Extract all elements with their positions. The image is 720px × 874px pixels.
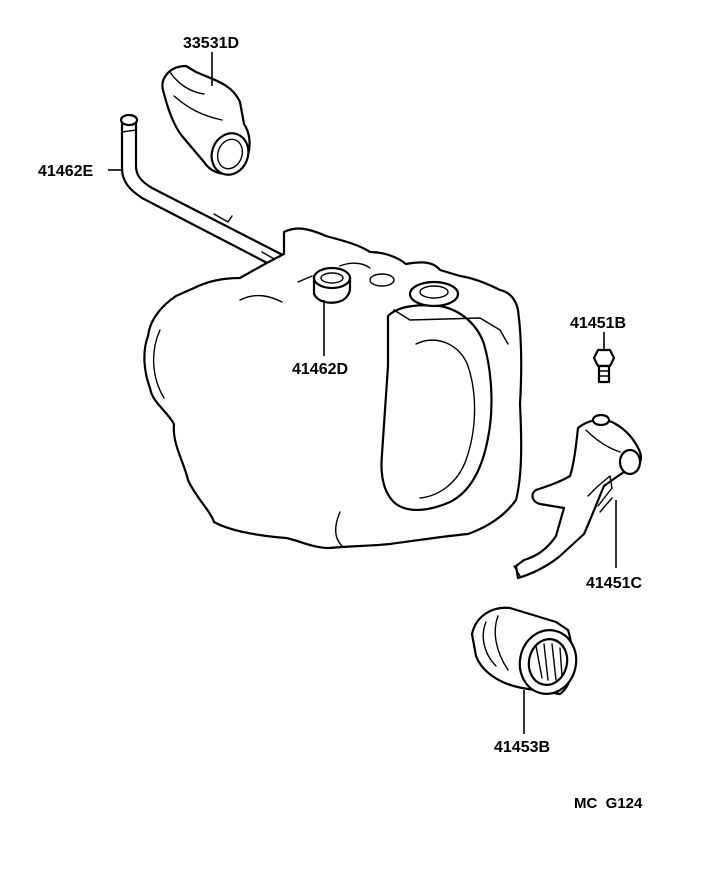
transmission-case-icon: [143, 227, 523, 550]
label-41462d: 41462D: [292, 361, 348, 378]
figure-code: MC G124: [574, 795, 643, 812]
needle-bearing-icon: [470, 606, 578, 696]
leader-lines: [108, 52, 617, 734]
breather-tube-icon: [119, 113, 314, 284]
label-41462e: 41462E: [38, 163, 93, 180]
breather-hose-icon: [161, 64, 251, 176]
bolt-icon: [592, 348, 616, 384]
label-33531d: 33531D: [183, 35, 239, 52]
label-41451b: 41451B: [570, 315, 626, 332]
label-41453b: 41453B: [494, 739, 550, 756]
label-41451c: 41451C: [586, 575, 642, 592]
plug-icon: [312, 266, 352, 304]
shift-fork-icon: [513, 413, 642, 580]
